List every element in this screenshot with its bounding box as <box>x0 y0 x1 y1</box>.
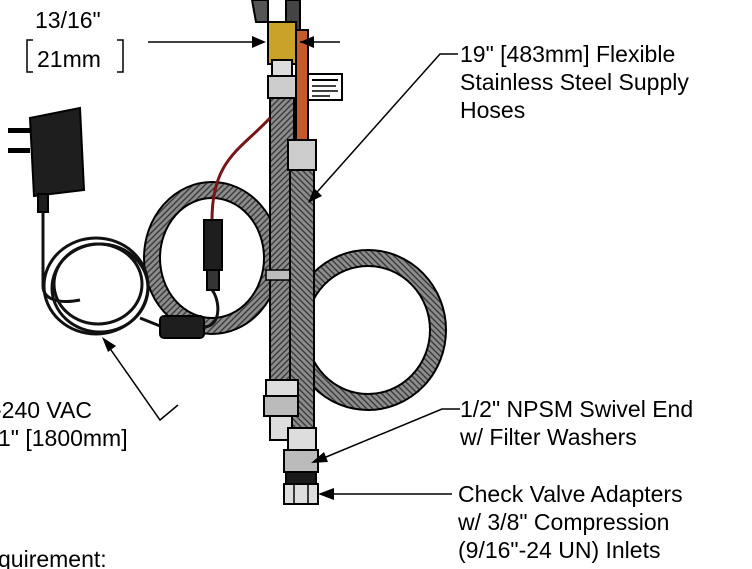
swivel-label-line2: w/ Filter Washers <box>459 424 637 450</box>
power-label-line1: -240 VAC <box>0 397 92 423</box>
check-valve-leader <box>318 488 452 500</box>
dimension-metric: 21mm <box>37 46 101 72</box>
power-adapter <box>8 106 86 213</box>
check-valve-label-line2: w/ 3/8" Compression <box>457 509 669 535</box>
power-label-line2: 1" [1800mm] <box>0 425 128 451</box>
dimension-fraction: 13/16" <box>35 7 101 33</box>
label-tag <box>307 73 343 101</box>
requirement-label: quirement: <box>0 546 107 569</box>
power-cable <box>41 212 161 336</box>
faucet-body <box>250 0 301 99</box>
hoses-label-line3: Hoses <box>460 97 525 123</box>
power-leader <box>102 337 179 422</box>
hoses-leader <box>308 53 458 203</box>
swivel-leader <box>311 408 460 463</box>
hoses-label-line1: 19" [483mm] Flexible <box>460 41 675 67</box>
check-valve-label-line3: (9/16"-24 UN) Inlets <box>458 537 660 563</box>
hoses-label-line2: Stainless Steel Supply <box>460 69 689 95</box>
dimension-callout <box>26 36 340 73</box>
check-valve-label-line1: Check Valve Adapters <box>458 481 683 507</box>
swivel-label-line1: 1/2" NPSM Swivel End <box>460 396 693 422</box>
check-valve-adapter <box>283 471 319 505</box>
copper-tube <box>295 29 309 141</box>
right-swivel-fitting <box>283 427 319 473</box>
inline-connector <box>159 289 220 339</box>
sensor-wire <box>203 116 272 291</box>
